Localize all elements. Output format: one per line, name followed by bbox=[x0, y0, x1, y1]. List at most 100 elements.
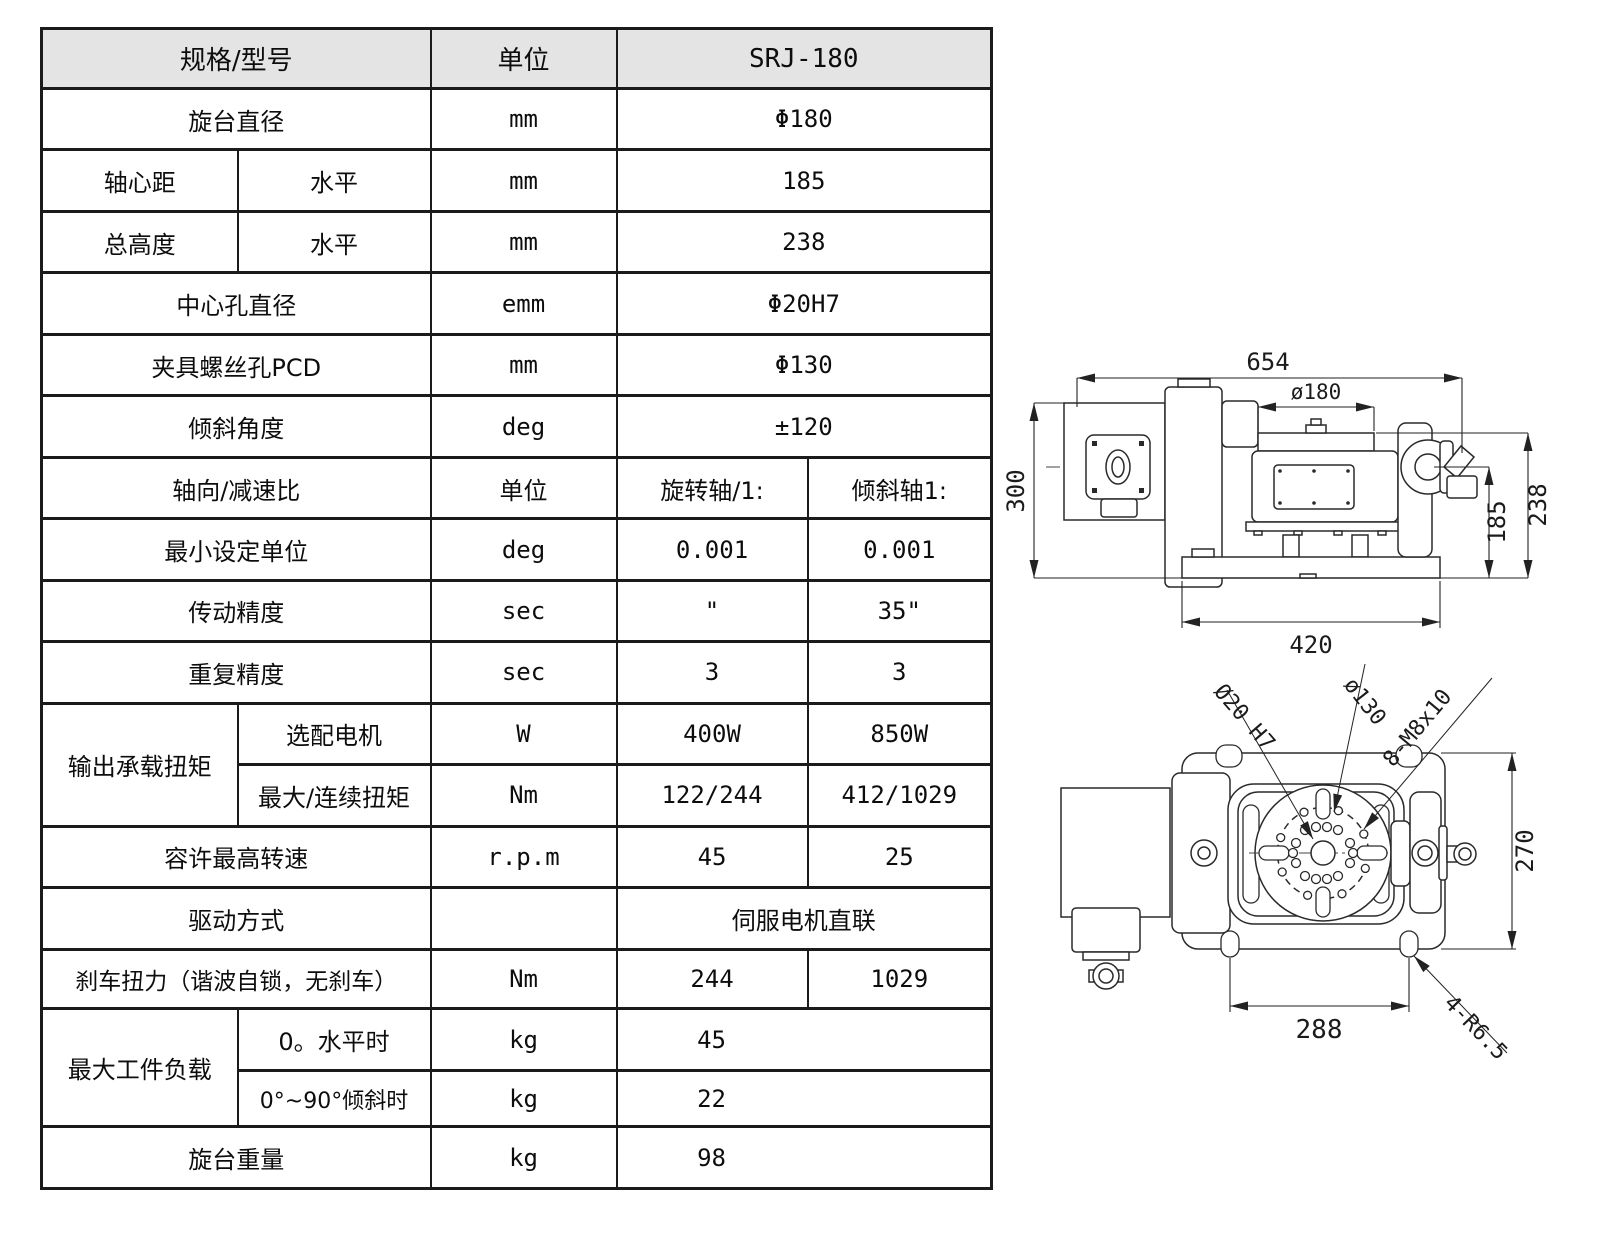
row-unit: mm bbox=[429, 332, 618, 398]
row-value-tilt: 0.001 bbox=[806, 517, 993, 582]
dim-total-height: 238 bbox=[1524, 483, 1552, 526]
row-label: 驱动方式 bbox=[40, 886, 432, 951]
motor-box-top bbox=[1060, 787, 1171, 918]
row-unit: sec bbox=[429, 578, 618, 644]
row-value-text: 45 bbox=[697, 1025, 727, 1054]
dim-total-width: 654 bbox=[1246, 348, 1289, 376]
row-value: Φ180 bbox=[615, 86, 993, 152]
rotary-platform bbox=[1257, 432, 1375, 452]
table-row: 夹具螺丝孔PCD mm Φ130 bbox=[40, 332, 993, 398]
table-row: 旋台直径 mm Φ180 bbox=[40, 86, 993, 152]
drawing-top-view: Ø20 H7 ø130 8-M8x10 4-R6.5 270 288 bbox=[1060, 663, 1539, 1066]
row-label: 最大工件负载 bbox=[40, 1007, 239, 1129]
row-value: 238 bbox=[615, 209, 993, 275]
label-pcd: ø130 bbox=[1338, 673, 1390, 730]
row-label: 轴向/减速比 bbox=[40, 455, 432, 521]
table-row: 驱动方式 伺服电机直联 bbox=[40, 886, 993, 951]
row-unit bbox=[429, 886, 618, 951]
label-slot-radius: 4-R6.5 bbox=[1439, 991, 1512, 1066]
drawing-side-view: 654 300 ø180 185 238 420 bbox=[1002, 348, 1552, 659]
row-value-rotary: 122/244 bbox=[615, 763, 809, 828]
row-value: 22 bbox=[615, 1068, 993, 1129]
dim-depth: 270 bbox=[1511, 829, 1539, 872]
row-value-text: 98 bbox=[697, 1143, 727, 1172]
row-value: 伺服电机直联 bbox=[615, 886, 993, 951]
row-unit: sec bbox=[429, 640, 618, 705]
row-value-rotary: 0.001 bbox=[615, 517, 809, 582]
row-value: Φ130 bbox=[615, 332, 993, 398]
row-sublabel: 选配电机 bbox=[236, 701, 432, 767]
row-unit: kg bbox=[429, 1125, 618, 1190]
row-value-tilt: 1029 bbox=[806, 947, 993, 1011]
table-row: 旋台重量 kg 98 bbox=[40, 1125, 993, 1190]
label-center-bore: Ø20 H7 bbox=[1208, 680, 1279, 756]
row-sublabel: 0°~90°倾斜时 bbox=[236, 1068, 432, 1129]
row-unit: deg bbox=[429, 394, 618, 459]
row-unit: kg bbox=[429, 1007, 618, 1072]
row-label: 夹具螺丝孔PCD bbox=[40, 332, 432, 398]
table-row: 容许最高转速 r.p.m 45 25 bbox=[40, 824, 993, 890]
row-value: 45 bbox=[615, 1007, 993, 1072]
row-unit: mm bbox=[429, 209, 618, 275]
row-sublabel: 最大/连续扭矩 bbox=[236, 763, 432, 828]
row-unit: W bbox=[429, 701, 618, 767]
dim-slot-span: 288 bbox=[1296, 1015, 1343, 1045]
center-bore bbox=[1310, 840, 1336, 866]
row-unit: Nm bbox=[429, 947, 618, 1011]
row-label: 重复精度 bbox=[40, 640, 432, 705]
row-value-tilt: 850W bbox=[806, 701, 993, 767]
row-unit: deg bbox=[429, 517, 618, 582]
table-row: 总高度 水平 mm 238 bbox=[40, 209, 993, 275]
table-row: 刹车扭力（谐波自锁，无刹车） Nm 244 1029 bbox=[40, 947, 993, 1011]
row-unit: emm bbox=[429, 271, 618, 336]
row-sublabel: 0。水平时 bbox=[236, 1007, 432, 1072]
row-value-rotary: 400W bbox=[615, 701, 809, 767]
row-unit: Nm bbox=[429, 763, 618, 828]
row-value-tilt: 25 bbox=[806, 824, 993, 890]
header-model-name: SRJ-180 bbox=[615, 27, 993, 90]
row-unit: r.p.m bbox=[429, 824, 618, 890]
row-label: 倾斜角度 bbox=[40, 394, 432, 459]
row-label: 旋台直径 bbox=[40, 86, 432, 152]
row-value-rotary: 244 bbox=[615, 947, 809, 1011]
row-value: 98 bbox=[615, 1125, 993, 1190]
row-value: ±120 bbox=[615, 394, 993, 459]
spec-table: 规格/型号 单位 SRJ-180 旋台直径 mm Φ180 轴心距 水平 mm … bbox=[40, 27, 994, 1190]
row-label: 容许最高转速 bbox=[40, 824, 432, 890]
row-value-tilt: 3 bbox=[806, 640, 993, 705]
row-unit: 单位 bbox=[429, 455, 618, 521]
table-row: 最小设定单位 deg 0.001 0.001 bbox=[40, 517, 993, 582]
row-label: 刹车扭力（谐波自锁，无刹车） bbox=[40, 947, 432, 1011]
side-view-dimensions: 654 300 ø180 185 238 420 bbox=[1002, 348, 1552, 659]
table-row: 输出承载扭矩 选配电机 W 400W 850W bbox=[40, 701, 993, 828]
row-value-tilt: 35" bbox=[806, 578, 993, 644]
side-view-machine-outline bbox=[1046, 378, 1478, 588]
table-header-row: 规格/型号 单位 SRJ-180 bbox=[40, 27, 993, 90]
row-unit: mm bbox=[429, 148, 618, 213]
table-row: 中心孔直径 emm Φ20H7 bbox=[40, 271, 993, 336]
row-label: 最小设定单位 bbox=[40, 517, 432, 582]
row-sublabel: 水平 bbox=[236, 209, 432, 275]
row-sublabel: 水平 bbox=[236, 148, 432, 213]
row-unit: mm bbox=[429, 86, 618, 152]
top-view-dimensions: 270 288 bbox=[1229, 752, 1539, 1045]
table-row: 倾斜角度 deg ±120 bbox=[40, 394, 993, 459]
row-label: 中心孔直径 bbox=[40, 271, 432, 336]
table-row: 轴心距 水平 mm 185 bbox=[40, 148, 993, 213]
row-label: 总高度 bbox=[40, 209, 239, 275]
row-label: 传动精度 bbox=[40, 578, 432, 644]
row-value-rotary: 3 bbox=[615, 640, 809, 705]
row-unit: kg bbox=[429, 1068, 618, 1129]
table-row: 重复精度 sec 3 3 bbox=[40, 640, 993, 705]
table-row: 最大/连续扭矩 Nm 122/244 412/1029 bbox=[42, 763, 993, 828]
row-label: 旋台重量 bbox=[40, 1125, 432, 1190]
row-value-rotary: 45 bbox=[615, 824, 809, 890]
table-row: 0°~90°倾斜时 kg 22 bbox=[42, 1068, 993, 1129]
row-value-text: 22 bbox=[697, 1084, 727, 1113]
row-value-rotary: " bbox=[615, 578, 809, 644]
header-unit: 单位 bbox=[429, 27, 618, 90]
clamp-handle bbox=[1442, 444, 1476, 480]
row-value-tilt: 倾斜轴1: bbox=[806, 455, 993, 521]
top-view-machine-outline bbox=[1060, 744, 1477, 990]
